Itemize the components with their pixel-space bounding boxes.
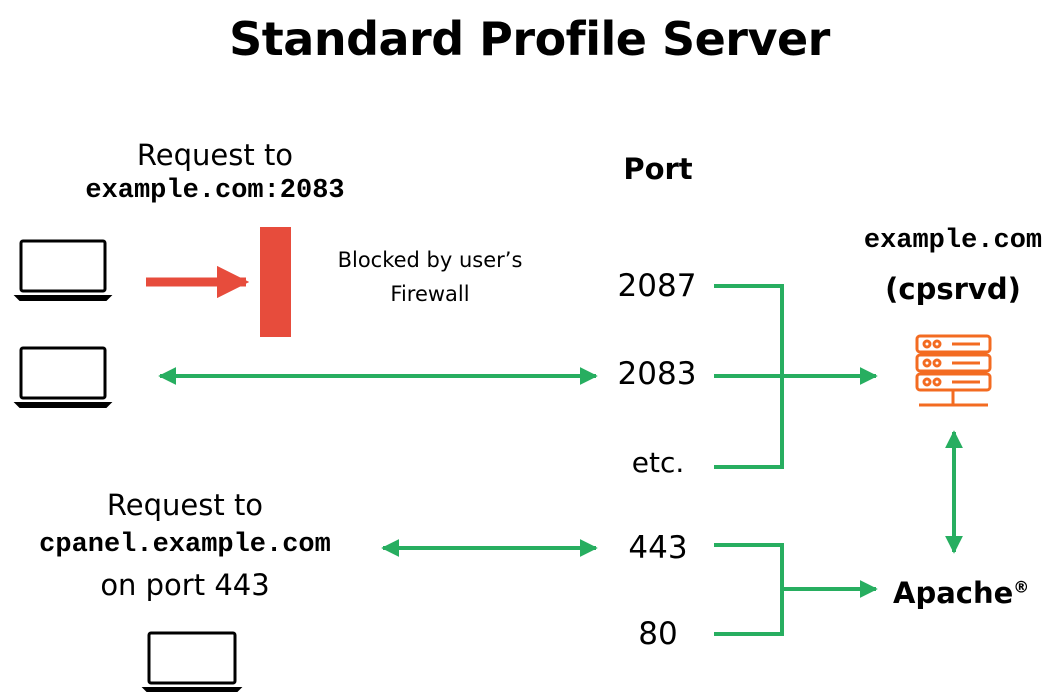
- apache-port-bracket: [714, 543, 784, 636]
- firewall-block: [260, 227, 291, 337]
- server-name: example.com: [863, 226, 1043, 256]
- port-2083: 2083: [617, 356, 697, 392]
- firewall-label-line1: Blocked by user’s: [337, 248, 523, 272]
- request-2-host: cpanel.example.com: [39, 530, 331, 560]
- server-process: (cpsrvd): [885, 272, 1021, 306]
- port-header: Port: [623, 152, 693, 186]
- request-2-line1: Request to: [106, 488, 264, 522]
- server-icon: [915, 334, 992, 407]
- firewall-label: Blocked by user’s Firewall: [310, 243, 550, 311]
- laptop-icon: [13, 346, 113, 408]
- cpsrvd-port-bracket: [714, 284, 784, 469]
- page-title: Standard Profile Server: [229, 12, 830, 66]
- port-etc: etc.: [631, 446, 685, 479]
- apache-text: Apache: [893, 576, 1014, 610]
- request-2-line3: on port 443: [100, 568, 270, 602]
- port-80: 80: [638, 616, 678, 652]
- request-1-line1: Request to: [136, 138, 294, 172]
- firewall-label-line2: Firewall: [390, 282, 470, 306]
- apache-label: Apache®: [893, 576, 1029, 610]
- apache-registered-mark: ®: [1013, 577, 1030, 597]
- laptop-icon: [13, 239, 113, 301]
- request-2-label: Request to cpanel.example.com on port 44…: [10, 487, 360, 603]
- request-1-host: example.com:2083: [85, 176, 345, 206]
- port-443: 443: [628, 530, 688, 566]
- request-1-label: Request to example.com:2083: [60, 137, 370, 209]
- laptop-icon: [141, 631, 243, 692]
- port-2087: 2087: [617, 268, 697, 304]
